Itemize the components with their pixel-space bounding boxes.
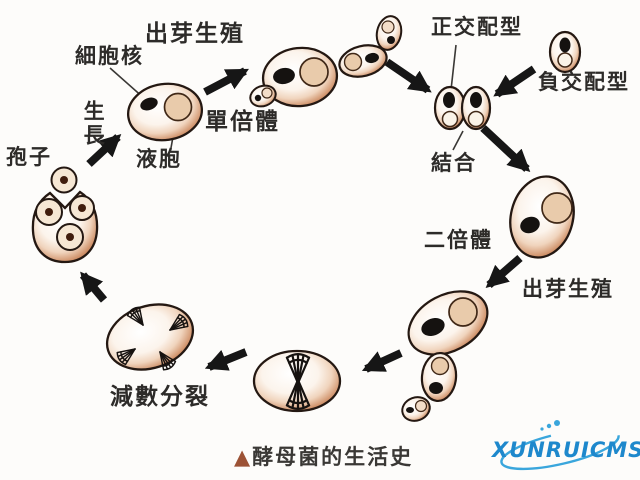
neg-mating-label: 負交配型: [538, 70, 630, 94]
diploid-to-budding-arrow: [485, 254, 523, 289]
chain-right-nucleus: [421, 318, 445, 336]
chain-right-mother-cell: [407, 290, 489, 356]
chain-right-vacuole: [448, 297, 478, 327]
spore-label: 孢子: [6, 145, 52, 169]
watermark-text: XUNRUICMS: [492, 438, 640, 462]
chain-to-conjugation-arrow: [384, 58, 432, 94]
ascospores: [35, 166, 95, 251]
negative-to-conjugation-arrow: [493, 65, 537, 98]
upper-bud-vacuole: [381, 20, 395, 34]
pos-mating-label: 正交配型: [431, 15, 523, 39]
haploid-nucleus: [140, 97, 158, 111]
spindle-to-meiosis-arrow: [204, 348, 248, 371]
swoosh-ellipse: [500, 427, 620, 471]
diploid-vacuole: [541, 192, 573, 224]
spore-right-core: [78, 204, 86, 212]
cycle-arrows: [79, 58, 537, 373]
growth-label: 生長: [81, 100, 106, 148]
meiosis-cell-body: [105, 303, 195, 371]
spore-left-core: [45, 208, 53, 216]
swoosh-dot-3: [540, 427, 544, 431]
swoosh-dot-2: [554, 420, 560, 426]
conjugating-pair: [433, 85, 492, 131]
small-bud-vacuole: [261, 87, 273, 99]
caption-triangle-icon: ▲: [234, 445, 251, 469]
nucleus-label: 細胞核: [75, 44, 144, 68]
diploid-cell: [509, 175, 575, 259]
negative-mating-nucleus: [559, 37, 571, 53]
meiosis-to-ascus-arrow: [79, 271, 108, 303]
negative-mating-vacuole: [557, 52, 573, 68]
haploid-label: 單倍體: [205, 109, 280, 135]
chain-right-daughter-nucleus: [429, 382, 443, 394]
meiosis-cell: [105, 303, 195, 373]
budding-top-label: 出芽生殖: [145, 21, 245, 47]
negative-mating-cell: [548, 30, 582, 74]
small-bud-nucleus: [254, 94, 262, 102]
conjugating-left-vacuole: [441, 110, 459, 128]
budding-chain-right: [401, 290, 489, 422]
figure-caption: ▲酵母菌的生活史: [234, 441, 413, 471]
upper-bud-nucleus: [387, 36, 395, 44]
haploid-vacuole: [163, 92, 193, 122]
caption-text: 酵母菌的生活史: [252, 445, 414, 469]
diploid-nucleus: [520, 216, 540, 234]
conjugating-right-nucleus: [470, 92, 482, 108]
spindle-cell: [252, 349, 342, 413]
spore-bottom-core: [66, 233, 74, 241]
budding-right-label: 出芽生殖: [522, 277, 614, 301]
budding-top-arrow: [203, 67, 249, 96]
chain-right-bud-nucleus: [406, 407, 414, 413]
growth-arrow: [86, 133, 122, 167]
conjugation-leader-line: [452, 130, 464, 151]
chain-top-nucleus: [273, 67, 295, 85]
conjugating-right-vacuole: [467, 110, 485, 128]
budding-to-spindle-arrow: [361, 349, 403, 373]
meiosis-label: 減數分裂: [110, 384, 210, 410]
vacuole-label: 液胞: [136, 147, 182, 171]
daughter-nucleus: [365, 52, 379, 64]
ascus-with-spores: [31, 166, 99, 264]
conjugating-left-nucleus: [443, 92, 455, 108]
daughter-vacuole: [343, 52, 363, 72]
chain-right-daughter-vacuole: [430, 356, 450, 376]
pos-mating-leader-line: [450, 44, 457, 91]
escaping-spore-core: [60, 176, 68, 184]
haploid-cell: [127, 82, 203, 142]
budding-chain-top: [249, 15, 403, 108]
diploid-label: 二倍體: [424, 228, 493, 252]
watermark-logo-swoosh: [500, 420, 620, 471]
conjugation-label: 結合: [431, 151, 477, 175]
swoosh-dot-1: [546, 423, 552, 429]
conjugation-to-diploid-arrow: [480, 125, 531, 173]
chain-top-vacuole: [299, 57, 329, 87]
chain-right-bud-vacuole: [414, 399, 428, 413]
